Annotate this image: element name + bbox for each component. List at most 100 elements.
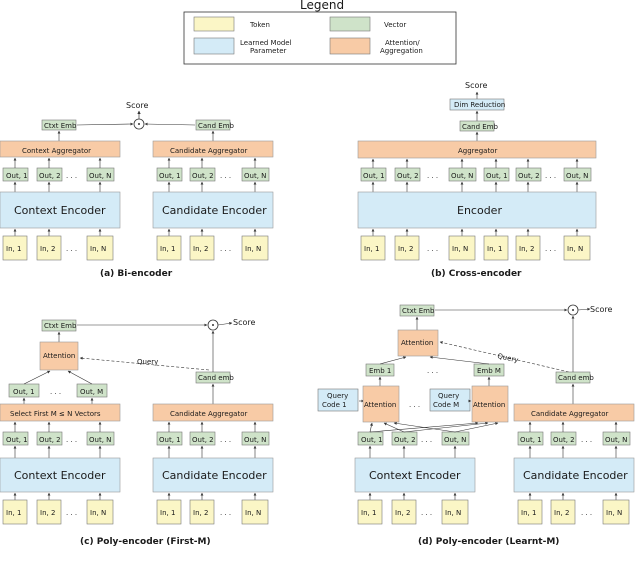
b-cand-emb-label: Cand Emb: [462, 123, 499, 131]
c-candidate-encoder: [152, 457, 274, 493]
c-ctx-in-2: In, 2: [40, 509, 55, 517]
b-ins: In, 1 In, 2 . . . In, N In, 1 In, 2 . . …: [360, 235, 591, 261]
a-cand-emb-label: Cand Emb: [198, 122, 235, 130]
legend-agg-swatch: [329, 37, 371, 55]
c-ctxt-emb: [41, 319, 77, 332]
d-query-label: Query: [497, 352, 519, 364]
a-cand-out-1: Out, 1: [159, 172, 181, 180]
svg-text:. . .: . . .: [545, 245, 556, 253]
a-ctx-in-1: In, 1: [6, 245, 21, 253]
c-query-label: Query: [137, 358, 158, 366]
svg-text:. . .: . . .: [427, 367, 438, 375]
b-out-1b: Out, 1: [486, 172, 508, 180]
svg-text:. . .: . . .: [50, 388, 61, 396]
b-caption: (b) Cross-encoder: [431, 269, 522, 279]
a-ctx-out-2: Out, 2: [39, 172, 61, 180]
d-score-label: Score: [590, 305, 612, 314]
c-candidate-encoder-label: Candidate Encoder: [162, 469, 267, 482]
d-context-encoder: [354, 457, 476, 493]
svg-text:. . .: . . .: [409, 401, 420, 409]
c-candidate-aggregator-label: Candidate Aggregator: [170, 410, 247, 418]
b-in-2b: In, 2: [519, 245, 534, 253]
d-attention-left: [362, 385, 400, 423]
a-candidate-encoder: [152, 191, 274, 229]
c-cand-outs: Out, 1 Out, 2 . . . Out, N: [156, 431, 270, 446]
svg-text:. . .: . . .: [427, 245, 438, 253]
d-embs: Emb 1 . . . Emb M: [365, 363, 505, 377]
c-context-encoder-label: Context Encoder: [14, 469, 106, 482]
c-select-label: Select First M ≤ N Vectors: [10, 410, 101, 418]
legend-param-swatch: [193, 37, 235, 55]
c-cand-in-1: In, 1: [160, 509, 175, 517]
d-context-encoder-label: Context Encoder: [369, 469, 461, 482]
svg-text:. . .: . . .: [66, 172, 77, 180]
c-context-encoder: [0, 457, 121, 493]
svg-text:. . .: . . .: [220, 509, 231, 517]
a-cand-ins: In, 1 In, 2 . . . In, N: [156, 235, 269, 261]
b-in-2: In, 2: [398, 245, 413, 253]
svg-text:. . .: . . .: [545, 172, 556, 180]
svg-text:. . .: . . .: [66, 245, 77, 253]
c-sel-outs: Out, 1 . . . Out, M: [8, 383, 108, 398]
svg-text:. . .: . . .: [66, 509, 77, 517]
svg-text:. . .: . . .: [220, 172, 231, 180]
a-context-aggregator-label: Context Aggregator: [22, 147, 91, 155]
a-ctx-in-n: In, N: [90, 245, 106, 253]
panel-a: Score Ctxt Emb Cand Emb Context Aggregat…: [0, 101, 274, 279]
svg-text:. . .: . . .: [421, 509, 432, 517]
b-out-n2: Out, N: [566, 172, 588, 180]
b-cand-emb: [459, 120, 495, 132]
c-ctx-in-n: In, N: [90, 509, 106, 517]
d-query-code-1: [317, 388, 359, 412]
a-cand-emb: [195, 119, 231, 131]
c-sel-out-m: Out, M: [80, 388, 103, 396]
legend-agg-label: Attention/Aggregation: [380, 39, 423, 55]
d-attention-top-label: Attention: [401, 339, 433, 347]
d-ctxt-emb-label: Ctxt Emb: [402, 307, 435, 315]
c-cand-ins: In, 1 In, 2 . . . In, N: [156, 499, 269, 525]
d-cand-in-2: In, 2: [554, 509, 569, 517]
d-query-code-m: [429, 388, 471, 412]
b-encoder: [357, 191, 597, 229]
c-ctx-in-1: In, 1: [6, 509, 21, 517]
c-ctxt-emb-label: Ctxt Emb: [44, 322, 77, 330]
b-in-n2: In, N: [567, 245, 583, 253]
b-in-n1: In, N: [452, 245, 468, 253]
d-ctx-out-n: Out, N: [444, 436, 466, 444]
a-cand-out-n: Out, N: [244, 172, 266, 180]
a-ctx-out-1: Out, 1: [6, 172, 28, 180]
a-candidate-aggregator-label: Candidate Aggregator: [170, 147, 247, 155]
a-context-encoder-label: Context Encoder: [14, 204, 106, 217]
a-caption: (a) Bi-encoder: [100, 269, 173, 279]
svg-text:. . .: . . .: [421, 436, 432, 444]
panel-b: Score Dim Reduction Cand Emb Aggregator …: [357, 81, 597, 279]
svg-text:. . .: . . .: [220, 436, 231, 444]
c-ctx-out-2: Out, 2: [39, 436, 61, 444]
d-attention-right-label: Attention: [473, 401, 505, 409]
d-candidate-aggregator-label: Candidate Aggregator: [531, 410, 608, 418]
c-attention: [39, 341, 79, 371]
b-out-2b: Out, 2: [518, 172, 540, 180]
c-cand-out-2: Out, 2: [192, 436, 214, 444]
c-ctx-out-1: Out, 1: [6, 436, 28, 444]
c-attention-label: Attention: [43, 352, 75, 360]
b-in-1: In, 1: [364, 245, 379, 253]
d-cand-outs: Out, 1 Out, 2 . . . Out, N: [517, 431, 631, 446]
a-context-aggregator: [0, 140, 121, 158]
svg-text:. . .: . . .: [220, 245, 231, 253]
a-ctx-in-2: In, 2: [40, 245, 55, 253]
c-cand-out-n: Out, N: [244, 436, 266, 444]
b-dim-reduction: [449, 98, 505, 111]
c-cand-in-n: In, N: [245, 509, 261, 517]
legend-vector-swatch: [329, 16, 371, 32]
panel-c: Score Ctxt Emb Attention Query Cand emb …: [0, 318, 274, 547]
d-candidate-aggregator: [513, 403, 635, 422]
d-attention-right: [471, 385, 509, 423]
d-ctx-out-1: Out, 1: [361, 436, 383, 444]
panel-d: Score Ctxt Emb Attention Query Emb 1 . .…: [317, 304, 635, 547]
d-ctx-outs: Out, 1 Out, 2 . . . Out, N: [357, 431, 470, 446]
legend-vector-label: Vector: [384, 21, 406, 29]
